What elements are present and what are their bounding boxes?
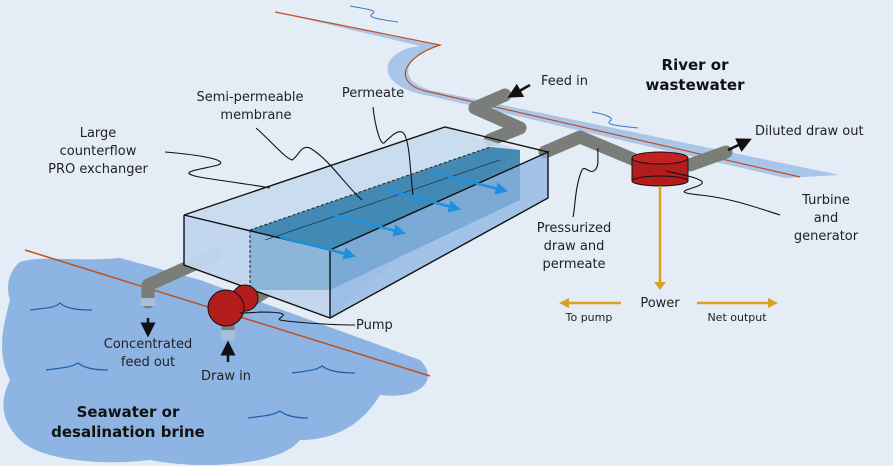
feed-in-label: Feed in [541,74,588,89]
permeate-flow-arrows [279,170,509,260]
river-label: River or [662,56,730,74]
exchanger-label: counterflow [60,144,137,159]
sea-label: Seawater or [77,403,180,421]
inlet-cap [221,330,235,340]
flow-arrows [140,83,752,362]
pressurized-label: Pressurized [537,221,611,236]
pump-label: Pump [356,318,393,333]
permeate-label: Permeate [342,86,404,101]
turbine-label: generator [794,229,859,244]
membrane-label: Semi-permeable [196,90,303,105]
outlet-cap [141,298,155,306]
sea-label: desalination brine [51,423,205,441]
concentrated-label: Concentrated [104,337,192,352]
wave-icon [45,362,109,371]
diluted-draw-out-label: Diluted draw out [755,124,864,139]
concentrated-label: feed out [121,355,175,370]
diluted-out-arrow [727,138,752,152]
exchanger-label: Large [80,126,117,141]
river [274,5,840,178]
river-label: wastewater [646,76,746,94]
turbine-label: and [814,211,838,226]
net-output-label: Net output [707,311,767,324]
exchanger-label: PRO exchanger [48,162,148,177]
leader-lines [164,106,781,326]
ripple-icon [349,5,399,23]
pressurized-label: permeate [542,257,605,272]
feed-in-arrow [507,83,531,98]
pump-icon [207,284,259,327]
power-arrows [559,186,778,308]
draw-in-label: Draw in [201,369,251,384]
membrane-label: membrane [220,108,291,123]
pro-exchanger [183,126,551,319]
turbine-label: Turbine [801,193,850,208]
turbine-icon [631,151,689,187]
wave-icon [29,302,93,311]
power-label: Power [640,296,680,311]
pressurized-label: draw and [544,239,605,254]
ripple-icon [591,111,639,129]
wave-icon [247,410,309,419]
to-pump-label: To pump [565,311,613,324]
wave-icon [291,365,356,374]
